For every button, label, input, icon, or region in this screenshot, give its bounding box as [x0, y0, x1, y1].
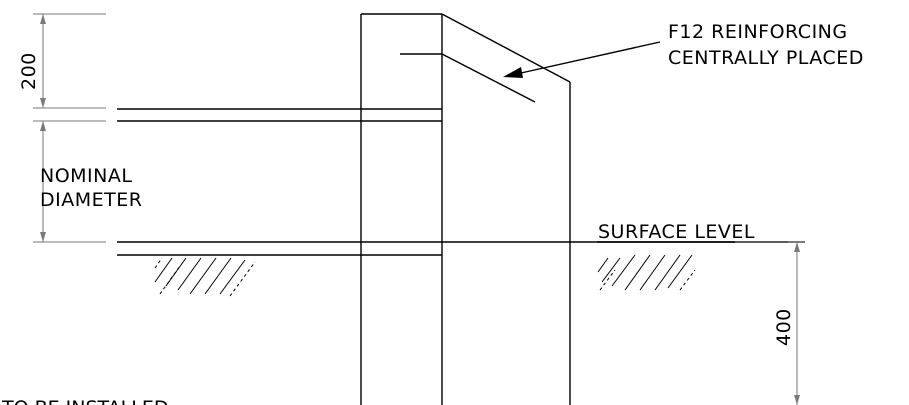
ground-hatch-left	[154, 257, 256, 297]
nominal-label-line1: NOMINAL	[40, 165, 132, 187]
dimension-400	[735, 241, 805, 405]
pipe-bottom-lines	[117, 241, 805, 256]
ground-hatch-right	[597, 254, 696, 291]
surface-level-label: SURFACE LEVEL	[598, 221, 755, 243]
dimension-nominal-diameter	[33, 120, 106, 243]
reinforcing-label-line1: F12 REINFORCING	[668, 21, 848, 43]
dim-200-label: 200	[18, 52, 40, 90]
pipe-top-lines	[117, 108, 442, 122]
reinforcing-label-line2: CENTRALLY PLACED	[668, 47, 864, 69]
reinforcing-leader	[503, 41, 661, 78]
dimension-200	[33, 13, 106, 109]
reinforcing-bar	[400, 53, 536, 103]
cut-off-text: TO BE INSTALLED	[1, 397, 169, 405]
dim-400-label: 400	[773, 308, 795, 346]
nominal-label-line2: DIAMETER	[40, 189, 142, 211]
post-outline	[360, 13, 571, 405]
